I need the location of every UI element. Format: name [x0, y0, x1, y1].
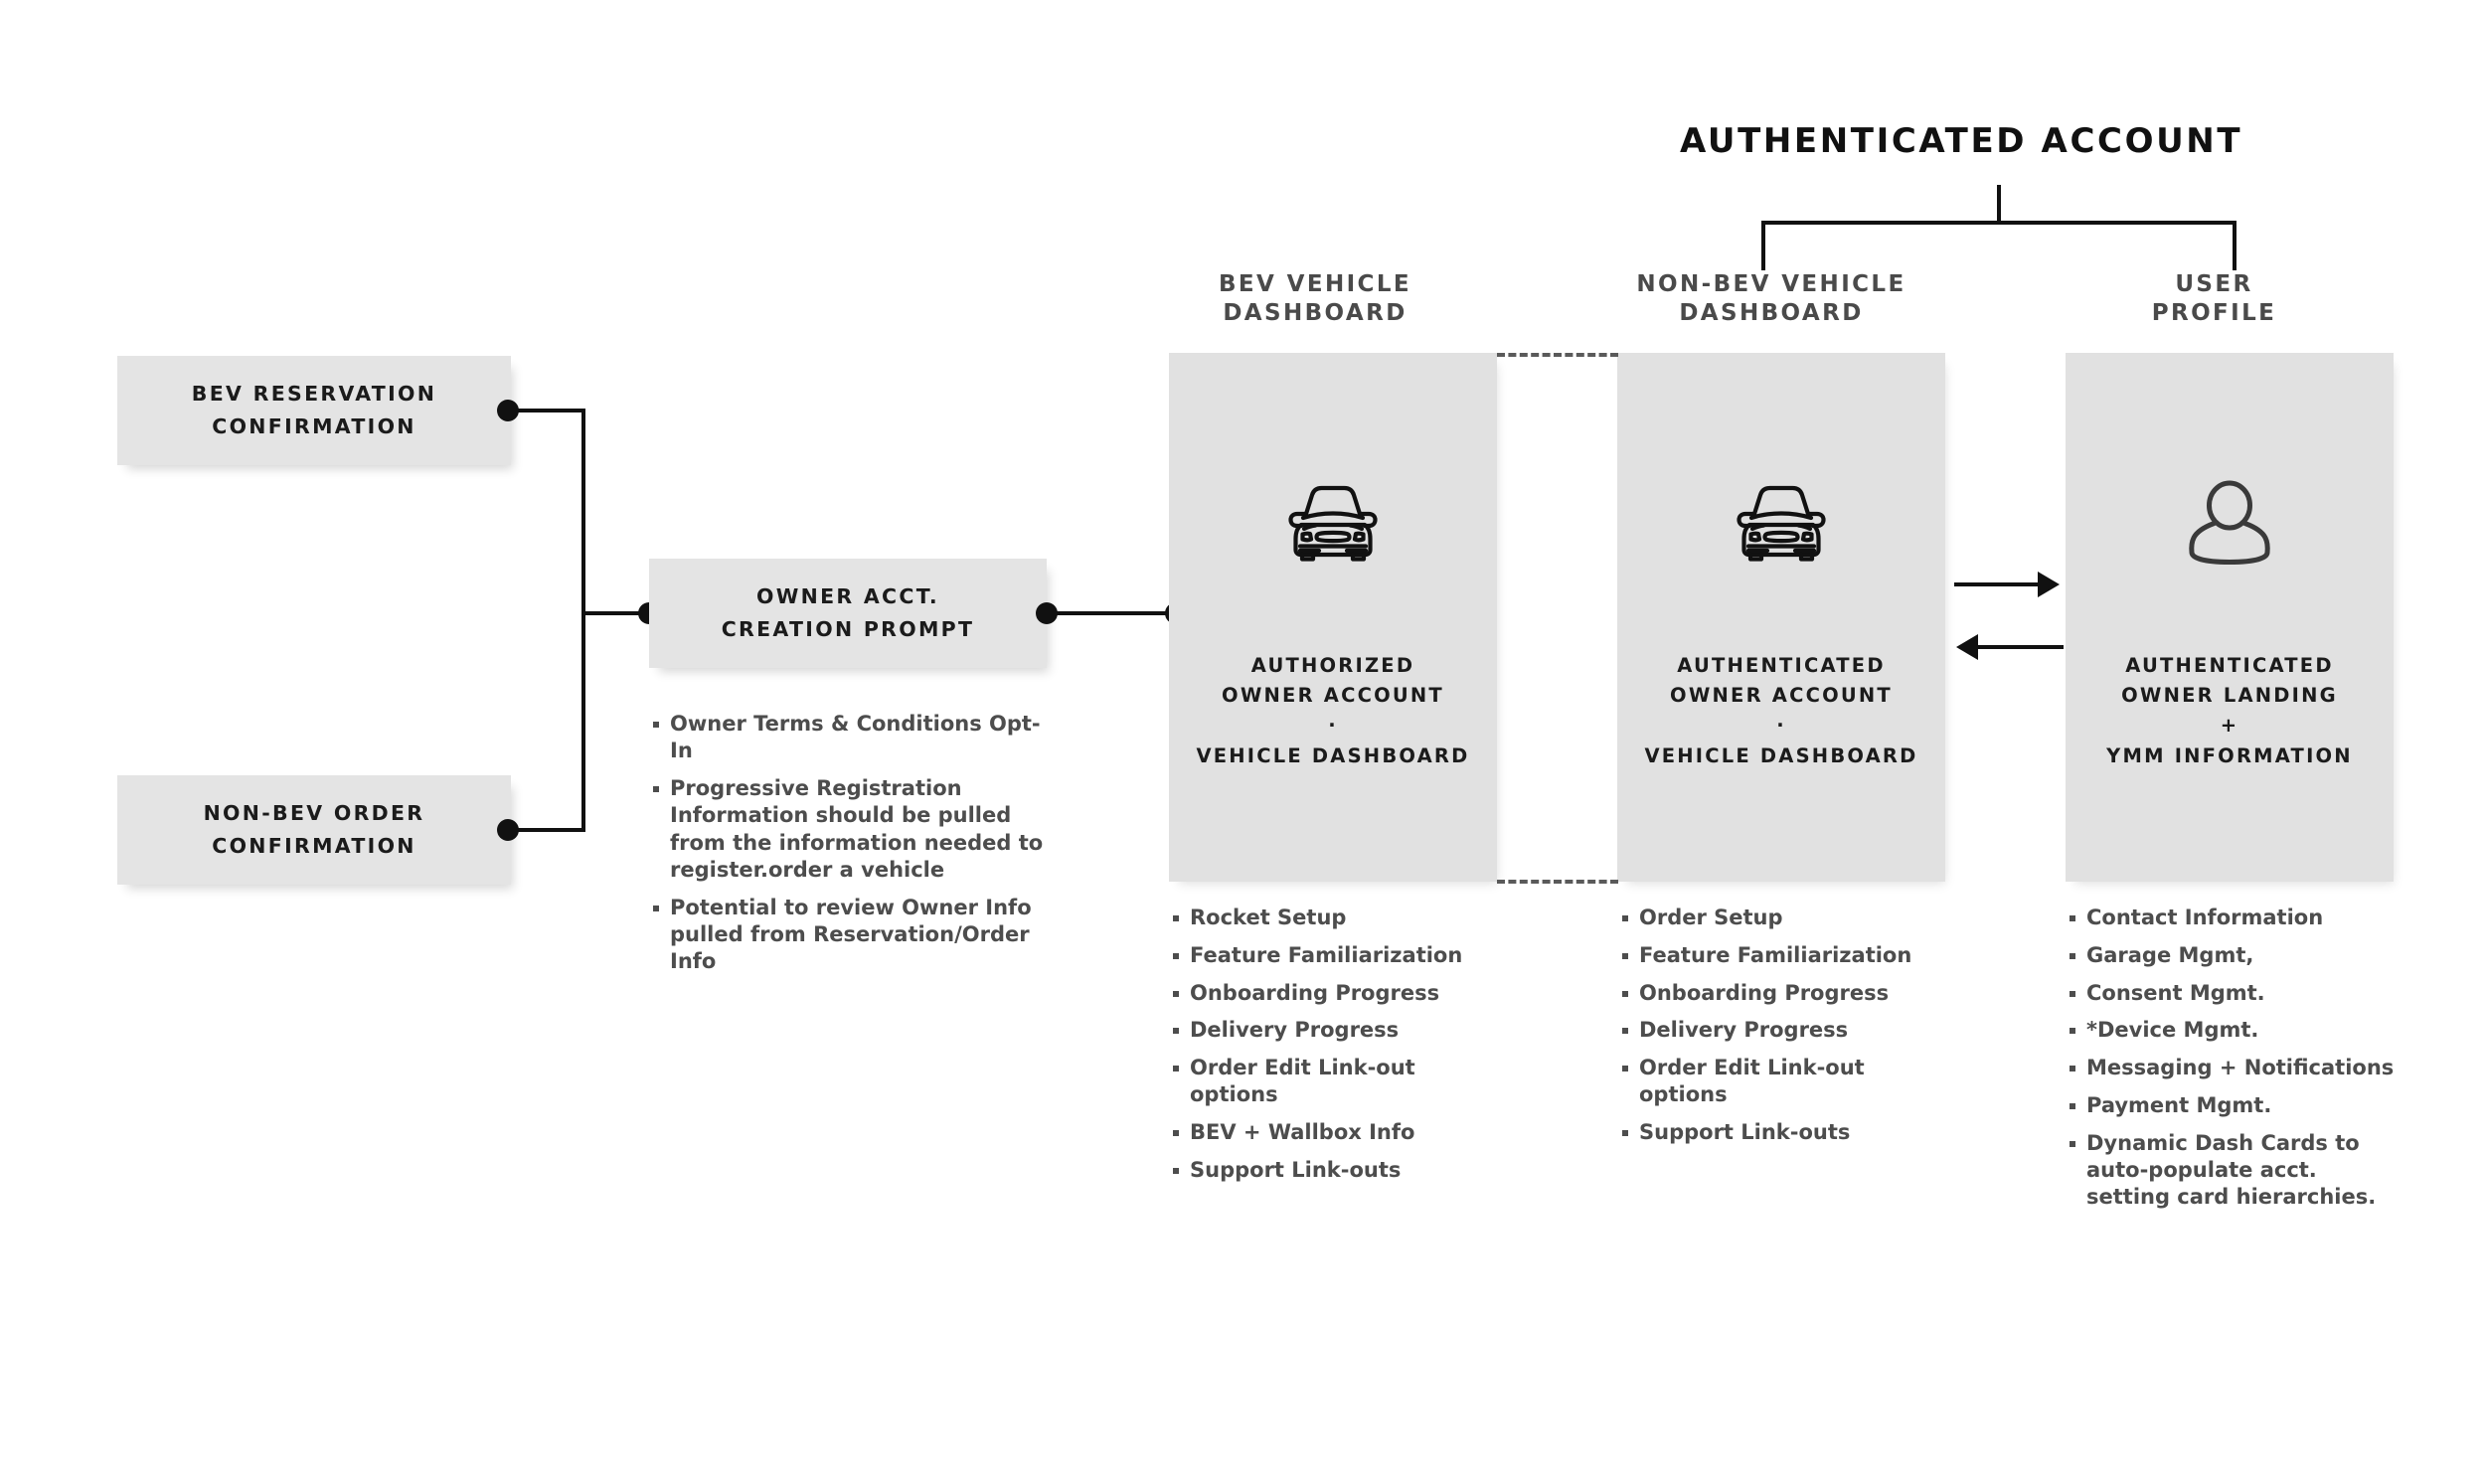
bullet-item: BEV + Wallbox Info [1171, 1119, 1499, 1146]
entry-box-non-bev-order-confirmation[interactable]: NON-BEV ORDER CONFIRMATION [117, 775, 511, 885]
bullet-item: Potential to review Owner Info pulled fr… [651, 895, 1045, 976]
entry-box-label: NON-BEV ORDER CONFIRMATION [203, 801, 425, 858]
title-bracket-leg-right [2233, 221, 2236, 270]
bullet-item: Messaging + Notifications [2068, 1055, 2405, 1081]
connector-vertical-merge [581, 409, 585, 832]
bullet-item: Support Link-outs [1171, 1157, 1499, 1184]
card-bev-vehicle-dashboard[interactable]: AUTHORIZED OWNER ACCOUNT · VEHICLE DASHB… [1169, 353, 1497, 882]
bullet-item: Order Edit Link-out options [1620, 1055, 1948, 1109]
connector-line-owner-prompt-to-bev [1047, 611, 1176, 615]
bullet-item: Rocket Setup [1171, 905, 1499, 931]
arrow-right-head-icon [2038, 572, 2060, 597]
arrow-left-head-icon [1956, 634, 1978, 660]
connector-line-bev-reservation [508, 409, 585, 412]
user-person-icon [2066, 480, 2394, 566]
bullet-item: *Device Mgmt. [2068, 1017, 2405, 1044]
main-title: AUTHENTICATED ACCOUNT [1680, 121, 2243, 161]
title-bracket-stem [1997, 185, 2001, 221]
car-front-icon [1169, 484, 1497, 562]
entry-box-bev-reservation-confirmation[interactable]: BEV RESERVATION CONFIRMATION [117, 356, 511, 465]
bullet-item: Garage Mgmt, [2068, 942, 2405, 969]
bullet-item: Support Link-outs [1620, 1119, 1948, 1146]
bullet-item: Payment Mgmt. [2068, 1092, 2405, 1119]
owner-acct-creation-prompt-label: OWNER ACCT. CREATION PROMPT [721, 584, 975, 641]
card-caption-user-profile: AUTHENTICATED OWNER LANDING + YMM INFORM… [2106, 654, 2353, 767]
connector-line-to-owner-prompt [581, 611, 649, 615]
bullet-item: Consent Mgmt. [2068, 980, 2405, 1007]
bullet-item: Progressive Registration Information sho… [651, 775, 1045, 884]
bullet-item: Owner Terms & Conditions Opt-In [651, 711, 1045, 765]
entry-box-label: BEV RESERVATION CONFIRMATION [191, 382, 437, 438]
card-caption-non-bev: AUTHENTICATED OWNER ACCOUNT · VEHICLE DA… [1644, 654, 1918, 767]
bullet-item: Order Setup [1620, 905, 1948, 931]
bullet-item: Delivery Progress [1171, 1017, 1499, 1044]
card-non-bev-vehicle-dashboard[interactable]: AUTHENTICATED OWNER ACCOUNT · VEHICLE DA… [1617, 353, 1945, 882]
car-front-icon [1617, 484, 1945, 562]
card-user-profile[interactable]: AUTHENTICATED OWNER LANDING + YMM INFORM… [2066, 353, 2394, 882]
dashed-connector-bottom [1497, 880, 1618, 884]
title-bracket-bar [1761, 221, 2236, 225]
bullet-item: Contact Information [2068, 905, 2405, 931]
column-heading-bev-vehicle-dashboard: BEV VEHICLE DASHBOARD [1218, 271, 1411, 326]
connector-line-non-bev-order [508, 828, 585, 832]
bullet-item: Feature Familiarization [1620, 942, 1948, 969]
bullet-item: Order Edit Link-out options [1171, 1055, 1499, 1109]
column-heading-user-profile: USER PROFILE [2151, 271, 2277, 326]
bullet-item: Onboarding Progress [1171, 980, 1499, 1007]
arrow-left-line [1978, 645, 2064, 649]
column-heading-non-bev-vehicle-dashboard: NON-BEV VEHICLE DASHBOARD [1636, 271, 1906, 326]
bullet-item: Delivery Progress [1620, 1017, 1948, 1044]
dashed-connector-top [1497, 353, 1618, 357]
owner-acct-creation-prompt-box[interactable]: OWNER ACCT. CREATION PROMPT [649, 559, 1047, 668]
bullet-item: Dynamic Dash Cards to auto-populate acct… [2068, 1130, 2405, 1212]
card-caption-bev: AUTHORIZED OWNER ACCOUNT · VEHICLE DASHB… [1196, 654, 1470, 767]
title-bracket-leg-left [1761, 221, 1765, 270]
bullet-item: Onboarding Progress [1620, 980, 1948, 1007]
arrow-right-line [1954, 582, 2040, 586]
bullet-item: Feature Familiarization [1171, 942, 1499, 969]
